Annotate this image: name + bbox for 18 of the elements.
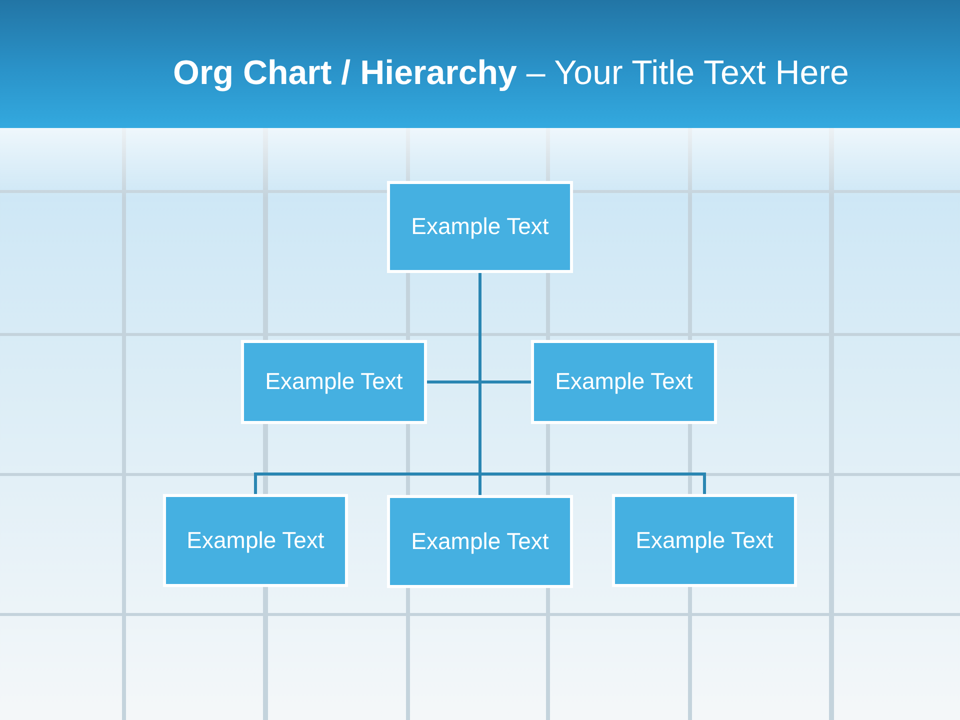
connector-line [254,472,480,494]
node-text: Example Text [264,368,404,396]
connector-line [480,380,531,384]
org-chart-box [612,494,797,587]
node-text: Example Text [410,213,550,241]
org-chart-box [163,494,348,587]
node-text: Example Text [634,526,774,554]
org-chart-box [241,340,427,424]
slide-title: Org Chart / Hierarchy – Your Title Text Here [172,53,850,94]
org-chart-box [531,340,717,424]
connector-line [478,273,482,495]
node-text: Example Text [410,528,550,556]
node-text: Example Text [186,526,326,554]
connector-line [427,380,480,384]
node-text: Example Text [554,368,694,396]
connector-line [480,472,706,494]
org-chart-box [387,181,573,273]
org-chart-box [387,495,573,588]
